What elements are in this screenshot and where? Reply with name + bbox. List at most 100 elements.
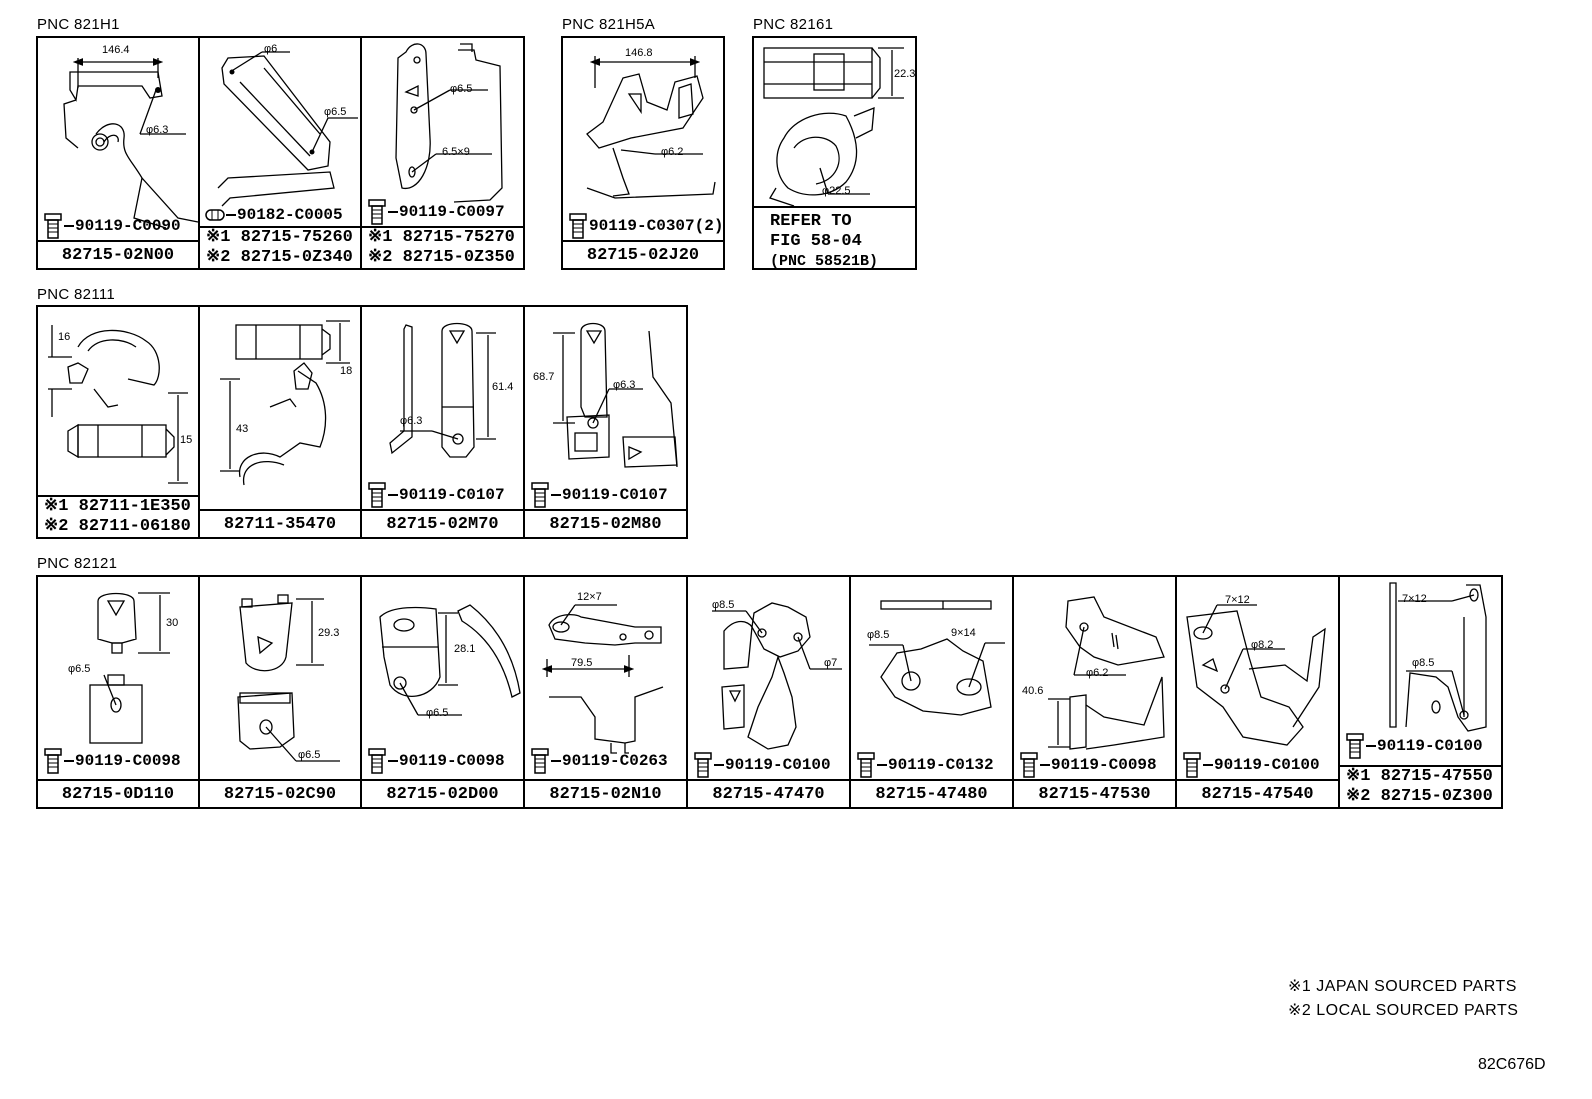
bolt-part-number: 90119-C0307(2)	[589, 217, 724, 235]
dimension-label: 7×12	[1402, 593, 1427, 605]
bracket-drawing	[1048, 596, 1165, 750]
dimension-label: 18	[340, 365, 353, 377]
dimension-label: 61.4	[492, 381, 514, 393]
part-number-text: 82715-02J20	[586, 245, 700, 265]
bolt-icon	[857, 752, 875, 778]
clip-callout[interactable]: 90182-C0005	[204, 206, 343, 224]
dimension-label: φ6.2	[1086, 667, 1109, 679]
part-cell-82715-02c90[interactable]: 29.3 φ6.5 82715-02C90	[198, 575, 362, 809]
bolt-part-number: 90119-C0263	[562, 752, 668, 770]
cross-reference-note: REFER TO FIG 58-04 (PNC 58521B)	[754, 206, 915, 270]
part-cell-82715-75270[interactable]: φ6.5 6.5×9 90119-C0097 ※1 82715-75270 ※2…	[360, 36, 525, 270]
part-number-text: 82715-47470	[712, 784, 825, 804]
part-number-variants: ※1 82715-47550 ※2 82715-0Z300	[1340, 765, 1501, 807]
bolt-icon	[44, 213, 62, 239]
bolt-callout[interactable]: 90119-C0090	[42, 213, 181, 239]
bracket-drawing	[712, 602, 842, 750]
part-cell-82711-1e350[interactable]: 16 15 ※1 82711-1E350 ※2 82711-06180	[36, 305, 200, 539]
bolt-icon	[44, 748, 62, 774]
part-number: 82715-47530	[1014, 779, 1175, 807]
bracket-drawing	[1186, 604, 1326, 746]
part-cell-82715-47470[interactable]: φ8.5 φ7 90119-C0100 82715-47470	[686, 575, 851, 809]
dimension-label: 7×12	[1225, 594, 1250, 606]
bolt-callout[interactable]: 90119-C0100	[692, 752, 831, 778]
dimension-label: 40.6	[1022, 685, 1044, 697]
part-number: 82715-47540	[1177, 779, 1338, 807]
part-number: 82715-0D110	[38, 779, 198, 807]
dimension-label: 28.1	[454, 643, 476, 655]
part-cell-82715-47530[interactable]: φ6.2 40.6 90119-C0098 82715-47530	[1012, 575, 1177, 809]
part-cell-82715-47480[interactable]: φ8.5 9×14 90119-C0132 82715-47480	[849, 575, 1014, 809]
bolt-callout[interactable]: 90119-C0097	[366, 199, 505, 225]
part-cell-refer-fig-58-04[interactable]: 22.3 φ22.5 REFER TO FIG 58-04 (PNC 58521…	[752, 36, 917, 270]
part-cell-82711-35470[interactable]: 18 43 82711-35470	[198, 305, 362, 539]
bracket-drawing	[389, 322, 496, 458]
bolt-callout[interactable]: 90119-C0107	[529, 482, 668, 508]
bracket-drawing	[541, 604, 664, 754]
refer-figure: FIG 58-04	[770, 232, 862, 251]
bolt-part-number: 90119-C0132	[888, 756, 994, 774]
bolt-part-number: 90119-C0098	[75, 752, 181, 770]
part-number-text: 82715-02N10	[549, 784, 662, 804]
bolt-part-number: 90119-C0100	[725, 756, 831, 774]
legend-japan-sourced: ※1 JAPAN SOURCED PARTS	[1288, 978, 1517, 995]
bolt-part-number: 90119-C0100	[1377, 737, 1483, 755]
japan-part-number: ※1 82715-75270	[368, 228, 515, 247]
part-number: 82715-02N10	[525, 779, 686, 807]
part-number: 82715-02M80	[525, 509, 686, 537]
dimension-label: φ6.5	[450, 83, 473, 95]
bolt-part-number: 90119-C0090	[75, 217, 181, 235]
bolt-icon	[1346, 733, 1364, 759]
bolt-callout[interactable]: 90119-C0098	[1018, 752, 1157, 778]
bolt-callout[interactable]: 90119-C0100	[1344, 733, 1483, 759]
dimension-label: φ6.5	[324, 106, 347, 118]
part-cell-82715-02m70[interactable]: 61.4 φ6.3 90119-C0107 82715-02M70	[360, 305, 525, 539]
local-part-number: ※2 82715-0Z340	[206, 248, 353, 267]
dimension-label: φ22.5	[822, 185, 851, 197]
bolt-icon	[368, 748, 386, 774]
part-cell-82715-47550[interactable]: 7×12 φ8.5 90119-C0100 ※1 82715-47550 ※2 …	[1338, 575, 1503, 809]
dimension-label: 12×7	[577, 591, 602, 603]
part-number: 82715-02J20	[563, 240, 723, 268]
bracket-drawing	[63, 58, 199, 229]
bolt-callout[interactable]: 90119-C0098	[366, 748, 505, 774]
part-number: 82715-02N00	[38, 240, 198, 268]
bolt-callout[interactable]: 90119-C0263	[529, 748, 668, 774]
part-cell-82715-75260[interactable]: φ6 φ6.5 90182-C0005 ※1 82715-75260 ※2 82…	[198, 36, 362, 270]
part-cell-82715-02d00[interactable]: 28.1 φ6.5 90119-C0098 82715-02D00	[360, 575, 525, 809]
part-cell-82715-02j20[interactable]: 146.8 φ6.2 90119-C0307(2) 82715-02J20	[561, 36, 725, 270]
part-cell-82715-0d110[interactable]: 30 φ6.5 90119-C0098 82715-0D110	[36, 575, 200, 809]
bolt-icon	[1183, 752, 1201, 778]
bolt-callout[interactable]: 90119-C0307(2)	[567, 213, 723, 239]
dimension-label: φ8.5	[867, 629, 890, 641]
part-cell-82715-02n10[interactable]: 12×7 79.5 90119-C0263 82715-02N10	[523, 575, 688, 809]
part-number: 82715-02D00	[362, 779, 523, 807]
section-label-pnc-821h5a: PNC 821H5A	[562, 16, 656, 33]
bolt-part-number: 90119-C0097	[399, 203, 505, 221]
part-cell-82715-47540[interactable]: 7×12 φ8.2 90119-C0100 82715-47540	[1175, 575, 1340, 809]
bolt-callout[interactable]: 90119-C0100	[1181, 752, 1320, 778]
section-label-pnc-82121: PNC 82121	[37, 555, 118, 572]
bolt-callout[interactable]: 90119-C0132	[855, 752, 994, 778]
part-cell-82715-02n00[interactable]: 146.4 φ6.3 90119-C0090 82715-02N00	[36, 36, 200, 270]
part-number-text: 82715-47530	[1038, 784, 1151, 804]
dimension-label: φ7	[824, 657, 838, 669]
bolt-icon	[368, 199, 386, 225]
part-number-text: 82715-47540	[1201, 784, 1314, 804]
part-number: 82715-02M70	[362, 509, 523, 537]
dimension-label: φ8.5	[712, 599, 735, 611]
bolt-part-number: 90119-C0098	[1051, 756, 1157, 774]
bolt-callout[interactable]: 90119-C0098	[42, 748, 181, 774]
part-number-text: 82711-35470	[223, 514, 337, 534]
dimension-label: φ6.3	[146, 124, 169, 136]
bolt-part-number: 90119-C0100	[1214, 756, 1320, 774]
bracket-drawing	[395, 43, 503, 203]
part-cell-82715-02m80[interactable]: 68.7 φ6.3 90119-C0107 82715-02M80	[523, 305, 688, 539]
part-number-text: 82715-0D110	[61, 784, 175, 804]
part-number-text: 82715-02D00	[386, 784, 499, 804]
bolt-icon	[569, 213, 587, 239]
section-label-pnc-82161: PNC 82161	[753, 16, 834, 33]
bolt-callout[interactable]: 90119-C0107	[366, 482, 505, 508]
japan-part-number: ※1 82715-75260	[206, 228, 353, 247]
part-number: 82715-47480	[851, 779, 1012, 807]
